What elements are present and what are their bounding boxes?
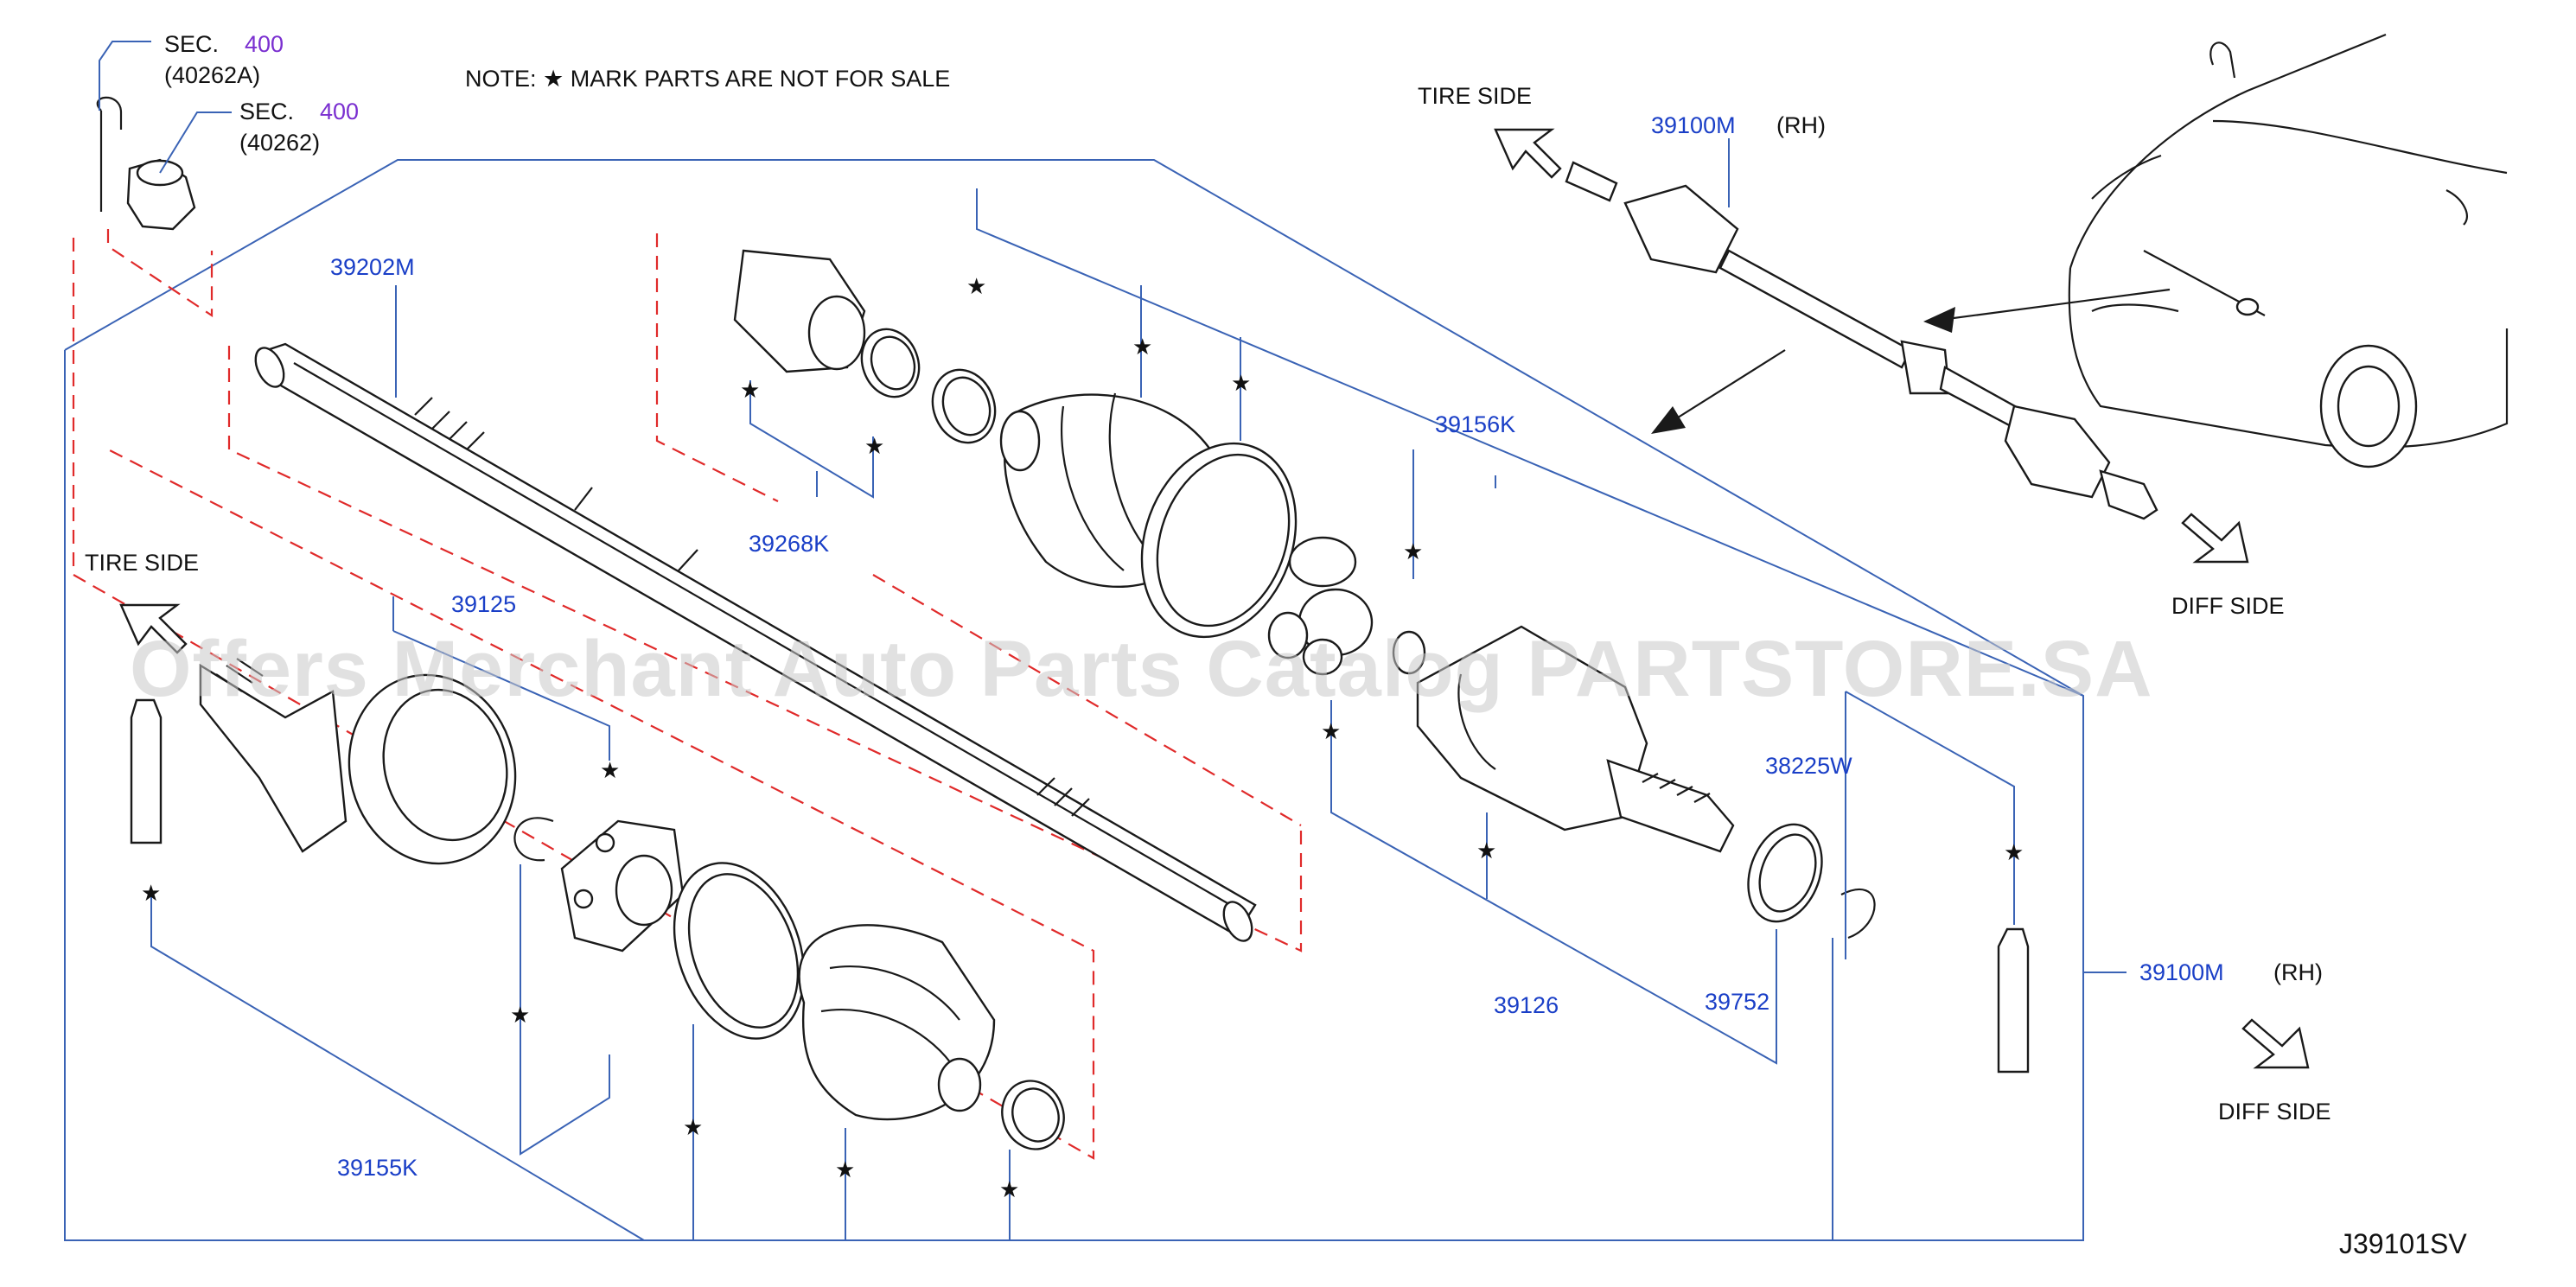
sec-ref-hub-nut[interactable]: SEC. 400 (40262) [239, 99, 359, 156]
star-marker: ★ [864, 433, 884, 459]
kit-outline-outer-boot [655, 233, 779, 502]
sec-label: SEC. [164, 31, 219, 57]
star-marker: ★ [1403, 538, 1423, 564]
star-marker: ★ [740, 377, 760, 403]
vehicle-outline [2068, 33, 2509, 468]
inner-joint-housing[interactable] [1416, 625, 1735, 853]
arrow-tire-side-left-icon [119, 603, 188, 654]
sec-number: 400 [320, 99, 359, 124]
sec-code: (40262) [239, 130, 320, 156]
inner-grease-tube[interactable] [1997, 927, 2030, 1074]
kit-outline-mid [872, 574, 1302, 826]
tire-side-label-top: TIRE SIDE [1418, 83, 1532, 109]
diagram-code: J39101SV [2339, 1228, 2467, 1259]
part-number-outer-joint-kit[interactable]: 39125 [451, 591, 516, 617]
star-marker: ★ [1132, 334, 1152, 360]
inner-side-joint-cup[interactable] [733, 249, 866, 373]
arrow-tire-side-top-icon [1494, 128, 1562, 179]
hub-nut[interactable] [126, 158, 196, 231]
star-marker: ★ [2004, 839, 2024, 865]
part-number-outer-boot-kit[interactable]: 39268K [749, 531, 829, 557]
star-marker: ★ [1231, 370, 1251, 396]
note-text: NOTE: ★ MARK PARTS ARE NOT FOR SALE [465, 66, 950, 92]
side-label-axle-top: (RH) [1776, 112, 1826, 138]
watermark: Offers Merchant Auto Parts Catalog PARTS… [130, 625, 2153, 713]
part-number-shaft[interactable]: 39202M [330, 254, 415, 280]
pointer-arrow-icon [1651, 288, 2171, 434]
arrow-diff-side-top-icon [2181, 513, 2249, 564]
inner-boot-band-large[interactable] [1116, 422, 1322, 659]
star-markers: ★ ★ ★ ★ ★ ★ ★ ★ ★ ★ ★ ★ ★ ★ ★ [141, 273, 2024, 1202]
kit-outline-sec [106, 229, 214, 318]
part-number-inner-boot-kit[interactable]: 39156K [1435, 411, 1515, 437]
boot-band-clamp-mid[interactable] [922, 361, 1004, 452]
star-marker: ★ [1476, 838, 1496, 863]
outer-circlip[interactable] [513, 817, 554, 862]
star-marker: ★ [600, 757, 620, 783]
axle-assembly-installed[interactable] [2143, 250, 2266, 316]
outer-grease-tube[interactable] [130, 698, 163, 844]
side-label-axle-right: (RH) [2273, 959, 2323, 985]
snap-ring[interactable] [1392, 630, 1426, 675]
star-marker: ★ [1321, 718, 1341, 744]
part-number-dust-shield[interactable]: 39752 [1705, 989, 1769, 1015]
part-number-inner-housing[interactable]: 39126 [1494, 992, 1559, 1018]
arrow-diff-side-bottom-icon [2241, 1018, 2310, 1069]
sec-label: SEC. [239, 99, 294, 124]
star-marker: ★ [141, 880, 161, 906]
outer-cv-joint[interactable] [199, 656, 536, 882]
kit-outline-left [72, 238, 1095, 1160]
star-marker: ★ [510, 1002, 530, 1028]
part-number-outer-repair-kit[interactable]: 39155K [337, 1155, 418, 1181]
sec-number: 400 [245, 31, 284, 57]
kit-outline-shaft [227, 346, 1303, 953]
part-number-axle-top[interactable]: 39100M [1651, 112, 1736, 138]
leader-lines [99, 41, 2126, 1241]
star-marker: ★ [999, 1176, 1019, 1202]
outer-boot-band-small[interactable] [992, 1072, 1073, 1157]
diff-side-label-bottom: DIFF SIDE [2218, 1099, 2331, 1125]
part-number-circlip[interactable]: 38225W [1765, 753, 1852, 779]
tire-side-label-left: TIRE SIDE [85, 550, 199, 576]
outer-ball-cage[interactable] [560, 819, 685, 953]
sec-ref-cotter-pin[interactable]: SEC. 400 (40262A) [164, 31, 284, 88]
star-marker: ★ [835, 1156, 855, 1182]
outer-boot[interactable] [798, 924, 996, 1121]
part-number-axle-right[interactable]: 39100M [2139, 959, 2224, 985]
drive-shaft[interactable] [250, 342, 1258, 945]
cotter-pin[interactable] [96, 96, 123, 212]
boot-band-clamp-upper[interactable] [852, 321, 928, 405]
diff-side-label-top: DIFF SIDE [2171, 593, 2285, 619]
outer-boot-band-large[interactable] [651, 844, 826, 1056]
tripod-spider[interactable] [1267, 536, 1374, 676]
star-marker: ★ [966, 273, 986, 299]
inner-circlip[interactable] [1840, 888, 1876, 940]
axle-assembly-rh[interactable] [1565, 161, 2158, 520]
dust-shield[interactable] [1736, 814, 1835, 932]
sec-code: (40262A) [164, 62, 260, 88]
star-marker: ★ [683, 1114, 703, 1140]
